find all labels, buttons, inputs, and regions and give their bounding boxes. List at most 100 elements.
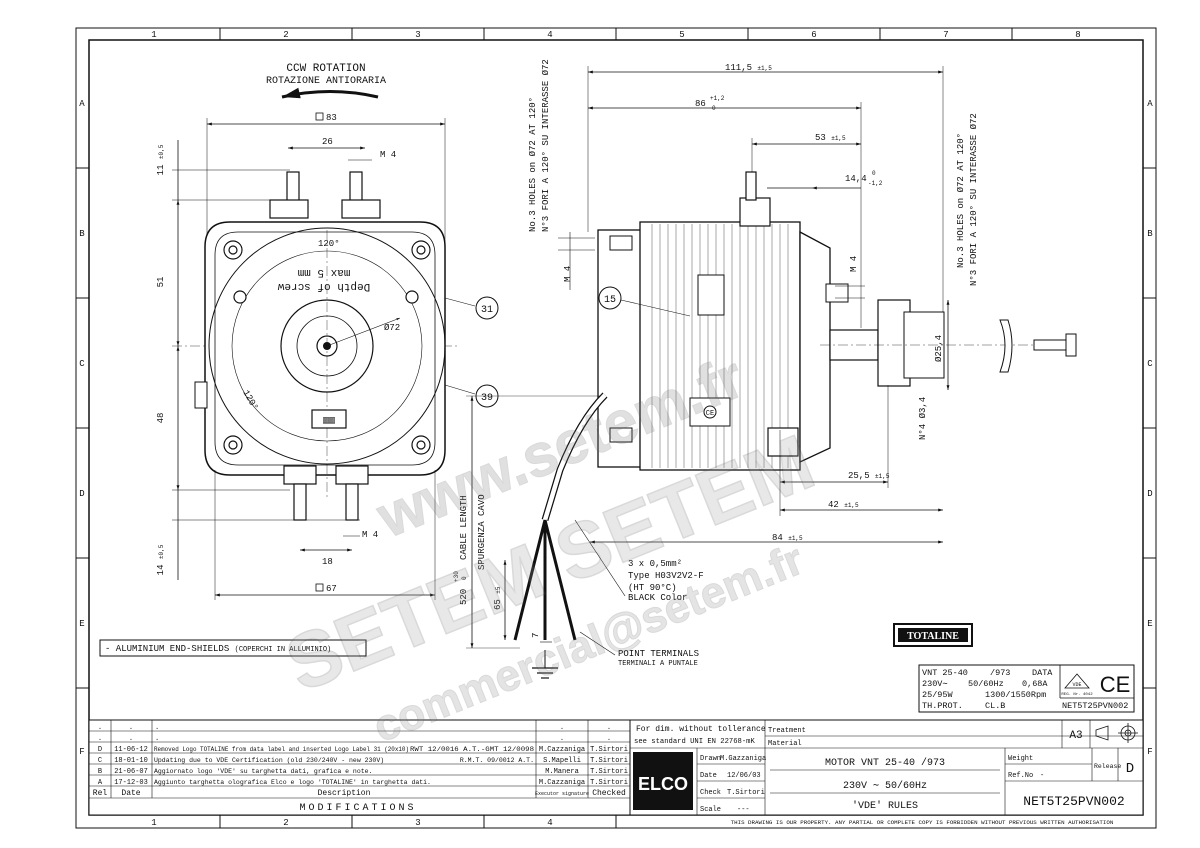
data-label-cell: 230V∼ — [922, 679, 948, 689]
col-label: 2 — [283, 30, 288, 40]
column-grid-labels: 1 2 3 4 5 6 7 8 1 2 3 4 — [151, 28, 1081, 828]
mod-cell: 21-06-07 — [114, 768, 148, 776]
dim-14: 14 ±0,5 — [156, 544, 166, 575]
note-aluminium: - ALUMINIUM END-SHIELDS (COPERCHI IN ALL… — [105, 644, 331, 654]
tol-86-down: 0 — [712, 105, 716, 112]
dim-520: 520 — [459, 589, 469, 605]
drawn-value: M.Gazzaniga — [720, 755, 766, 763]
tolerance-note-1: For dim. without tollerance — [636, 725, 766, 734]
mod-cell: . — [98, 735, 102, 743]
mod-cell: RWT 12/0016 A.T.-GMT 12/0098 — [410, 746, 534, 753]
rotation-label-en: CCW ROTATION — [286, 63, 365, 75]
dim-square-67: 67 — [326, 584, 337, 594]
dim-18: 18 — [322, 557, 333, 567]
mod-footer: MODIFICATIONS — [299, 803, 416, 814]
weight-label: Weight — [1008, 755, 1033, 763]
row-label: A — [1147, 99, 1153, 109]
title-block: For dim. without tollerance see standard… — [629, 719, 1144, 816]
col-label: 1 — [151, 30, 156, 40]
mod-cell: R.M.T. 09/0012 A.T. — [460, 757, 534, 764]
mod-cell: 11-06-12 — [114, 746, 148, 754]
row-label: B — [79, 229, 85, 239]
row-label: F — [1147, 747, 1152, 757]
mod-cell: 18-01-10 — [114, 757, 148, 765]
cable-spec-line: Type H03V2V2-F — [628, 571, 704, 581]
col-label: 6 — [811, 30, 816, 40]
data-label-code: NET5T25PVN002 — [1062, 701, 1128, 711]
material-label: Material — [768, 740, 802, 748]
scale-label: Scale — [700, 806, 721, 814]
dim-m4-left: M 4 — [563, 266, 573, 282]
note-box: - ALUMINIUM END-SHIELDS (COPERCHI IN ALL… — [99, 639, 367, 657]
ref-39: 39 — [481, 393, 493, 404]
dim-m4-top: M 4 — [380, 150, 396, 160]
drawing-title-3: 'VDE' RULES — [852, 800, 918, 812]
ref-15: 15 — [604, 295, 616, 306]
row-label: F — [79, 747, 84, 757]
col-label: 3 — [415, 818, 420, 828]
cable-length-en: CABLE LENGTH — [459, 495, 469, 560]
holes-left-en: No.3 HOLES on Ø72 AT 120° — [528, 97, 538, 232]
cable-length-it: SPURGENZA CAVO — [477, 494, 487, 570]
mod-cell: B — [98, 768, 102, 776]
release-value: D — [1126, 761, 1134, 777]
date-label: Date — [700, 772, 717, 780]
mod-cell: . — [98, 724, 102, 732]
col-label: 4 — [547, 30, 552, 40]
mod-cell: Removed Logo TOTALINE from data label an… — [154, 746, 409, 753]
date-value: 12/06/03 — [727, 772, 761, 780]
totaline-logo: TOTALINE — [893, 623, 973, 647]
dim-25-5: 25,5 ±1,5 — [848, 471, 890, 481]
mod-cell: Aggiornato logo 'VDE' su targhetta dati,… — [154, 768, 372, 775]
data-label-cell: TH.PROT. — [922, 701, 963, 711]
point-terminals-it: TERMINALI A PUNTALE — [618, 660, 698, 668]
ce-mark-on-motor: CE — [706, 410, 714, 418]
dim-14-4: 14,4 — [845, 174, 867, 184]
treatment-label: Treatment — [768, 727, 806, 735]
dim-dia-72: Ø72 — [384, 323, 400, 333]
tol-86-up: +1,2 — [710, 95, 725, 102]
angle-120-top: 120° — [318, 239, 340, 249]
check-value: T.Sirtori — [727, 789, 765, 797]
front-plate-logo: ▥▥ — [323, 416, 335, 427]
vde-reg-number: REG. Nr. 4042 — [1061, 692, 1093, 697]
refno-label: Ref.No — [1008, 772, 1033, 780]
row-label: D — [79, 489, 84, 499]
mod-cell: T.Sirtori — [590, 768, 628, 776]
ce-mark: CE — [1100, 672, 1131, 697]
mod-cell: . — [560, 724, 564, 732]
dim-m4-bottom: M 4 — [362, 530, 378, 540]
data-label-cell: CL.B — [985, 701, 1005, 711]
mod-cell: T.Sirtori — [590, 746, 628, 754]
row-label: A — [79, 99, 85, 109]
col-label: 1 — [151, 818, 156, 828]
mod-cell: . — [607, 735, 611, 743]
dim-42: 42 ±1,5 — [828, 500, 859, 510]
mod-cell: M.Cazzaniga — [539, 779, 585, 787]
cable-spec-line: (HT 90°C) — [628, 583, 677, 593]
row-label: D — [1147, 489, 1152, 499]
dim-11: 11 ±0,5 — [156, 144, 166, 175]
mod-cell: M.Manera — [545, 768, 579, 776]
ref-31: 31 — [481, 305, 493, 316]
dim-84: 84 ±1,5 — [772, 533, 803, 543]
dim-square-83: 83 — [326, 113, 337, 123]
row-label: C — [1147, 359, 1153, 369]
refno-value: - — [1040, 772, 1044, 780]
dim-51: 51 — [156, 277, 166, 288]
tolerance-note-2: see standard UNI EN 22768-mK — [634, 738, 755, 746]
mod-cell: S.Mapelli — [543, 757, 581, 765]
rotation-label-it: ROTAZIONE ANTIORARIA — [266, 76, 386, 87]
col-label: 8 — [1075, 30, 1080, 40]
mod-head-checked: Checked — [592, 789, 626, 798]
dim-65: 65 ±5 — [493, 586, 503, 610]
mod-head-rel: Rel — [93, 789, 108, 798]
mod-cell: A — [98, 779, 103, 787]
mod-cell: C — [98, 757, 102, 765]
row-label: E — [79, 619, 84, 629]
mod-cell: . — [607, 724, 611, 732]
data-label-cell: 1300/1550Rpm — [985, 690, 1046, 700]
property-notice: THIS DRAWING IS OUR PROPERTY. ANY PARTIA… — [731, 819, 1114, 826]
row-grid-labels: A B C D E F A B C D E F — [76, 99, 1156, 757]
data-label: VNT 25-40 /973 DATA 230V∼ 50/60Hz 0,68A … — [918, 664, 1135, 713]
